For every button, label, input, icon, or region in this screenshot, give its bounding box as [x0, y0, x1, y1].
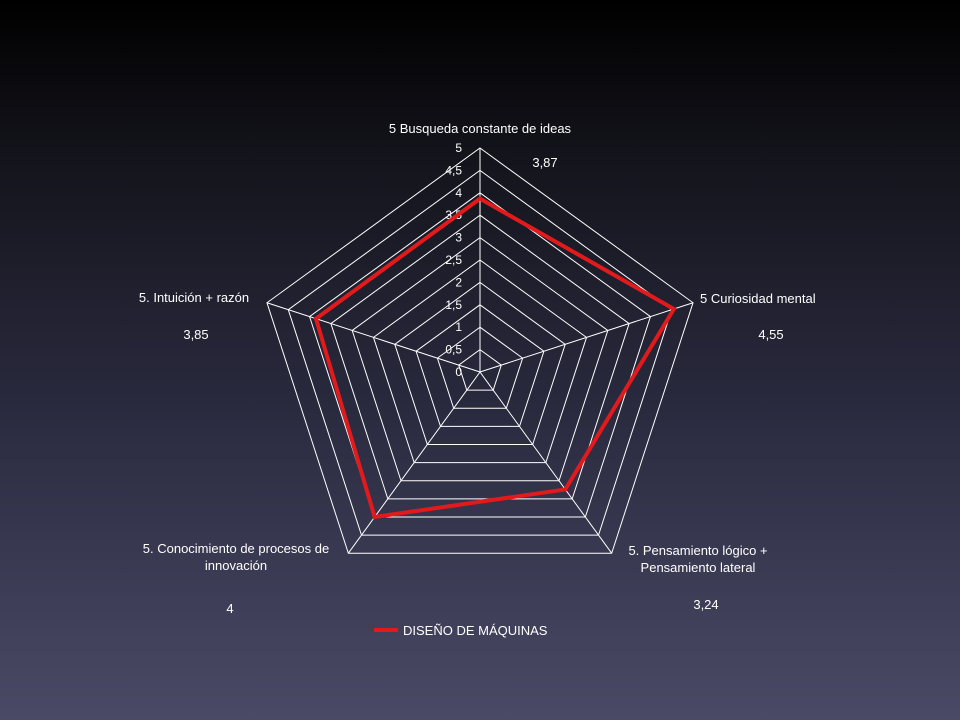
value-label: 3,87 [532, 155, 557, 170]
category-label: 5 Curiosidad mental [700, 291, 816, 306]
tick-label: 1,5 [445, 298, 462, 312]
grid-ring [372, 259, 588, 464]
tick-label: 2,5 [445, 253, 462, 267]
legend: DISEÑO DE MÁQUINAS [374, 623, 548, 638]
tick-label: 4,5 [445, 163, 462, 177]
radial-tick-labels: 00,511,522,533,544,55 [445, 141, 462, 379]
value-label: 3,85 [183, 327, 208, 342]
value-label: 4,55 [758, 327, 783, 342]
category-label: 5. Intuición + razón [139, 290, 249, 305]
category-label: 5 Busqueda constante de ideas [389, 121, 572, 136]
legend-label: DISEÑO DE MÁQUINAS [403, 623, 548, 638]
series-line [313, 196, 677, 520]
grid-ring [458, 348, 502, 391]
radar-spoke [347, 371, 481, 554]
value-label: 3,24 [693, 597, 718, 612]
grid-ring [330, 214, 630, 500]
tick-label: 3 [455, 231, 462, 245]
tick-label: 4 [455, 186, 462, 200]
tick-label: 5 [455, 141, 462, 155]
tick-label: 2 [455, 275, 462, 289]
series-layer [313, 196, 677, 520]
grid-ring [351, 236, 609, 482]
value-label: 4 [226, 601, 233, 616]
category-labels: 5 Busqueda constante de ideas 5 Curiosida… [139, 121, 816, 575]
grid-ring [308, 192, 652, 518]
tick-label: 0,5 [445, 343, 462, 357]
radar-spoke [479, 371, 613, 554]
grid-ring [287, 169, 673, 536]
radar-spokes [266, 148, 694, 554]
grid-ring [394, 281, 566, 445]
tick-label: 1 [455, 320, 462, 334]
radar-spoke [479, 302, 694, 373]
grid-ring [436, 326, 524, 409]
category-label: 5. Pensamiento lógico +Pensamiento later… [628, 543, 767, 575]
radar-spoke [266, 302, 481, 373]
value-labels: 3,87 4,55 3,24 4 3,85 [183, 155, 783, 616]
radar-grid [266, 147, 694, 554]
tick-label: 0 [455, 365, 462, 379]
grid-ring [415, 304, 545, 427]
grid-ring [266, 147, 694, 554]
